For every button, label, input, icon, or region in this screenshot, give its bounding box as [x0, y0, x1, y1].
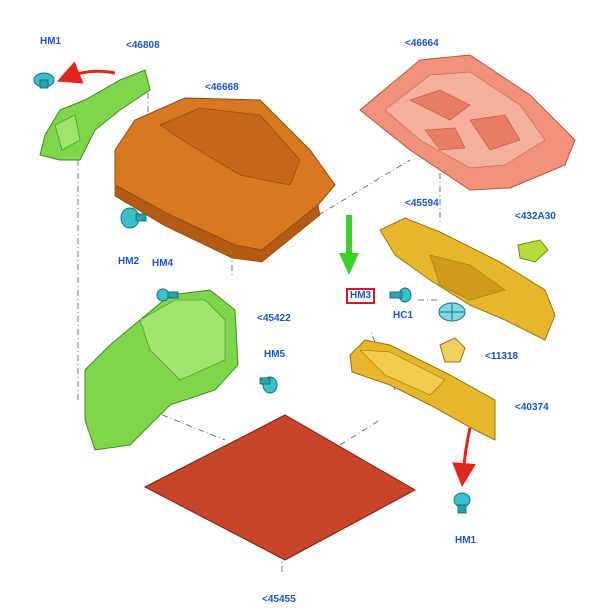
removal-arrow-icon [56, 61, 116, 84]
label-45594: <45594 [405, 198, 439, 209]
clip-icon [120, 207, 147, 229]
push-clip-icon [453, 492, 471, 514]
panel-46664 [359, 54, 576, 191]
push-clip-icon [33, 72, 55, 89]
label-45422: <45422 [257, 313, 291, 324]
label-46664: <46664 [405, 38, 439, 49]
label-hm1-bottom: HM1 [455, 535, 477, 546]
label-hm2: HM2 [118, 256, 140, 267]
label-hm1-top: HM1 [40, 36, 62, 47]
part-11318 [439, 337, 466, 363]
panel-45455 [143, 414, 417, 561]
clip-icon [259, 376, 278, 394]
indicator-arrow-icon [339, 215, 359, 275]
label-hm3: HM3 [346, 288, 376, 304]
label-45455: <45455 [262, 594, 296, 605]
label-hc1: HC1 [393, 310, 414, 321]
label-46808: <46808 [126, 40, 160, 51]
label-432a30: <432A30 [515, 211, 556, 222]
label-11318: <11318 [485, 351, 519, 362]
panel-45422 [84, 289, 239, 451]
removal-arrow-icon [451, 427, 476, 487]
clip-icon [156, 288, 179, 302]
clip-icon [389, 287, 412, 303]
label-hm5: HM5 [264, 349, 286, 360]
panel-46668 [114, 97, 336, 263]
panel-40374 [349, 339, 496, 441]
part-432a30 [517, 239, 549, 263]
clip-icon [438, 302, 466, 322]
panel-45594 [379, 217, 556, 341]
label-40374: <40374 [515, 402, 549, 413]
label-hm4: HM4 [152, 258, 174, 269]
panel-46808 [39, 69, 151, 161]
label-46668: <46668 [205, 82, 239, 93]
